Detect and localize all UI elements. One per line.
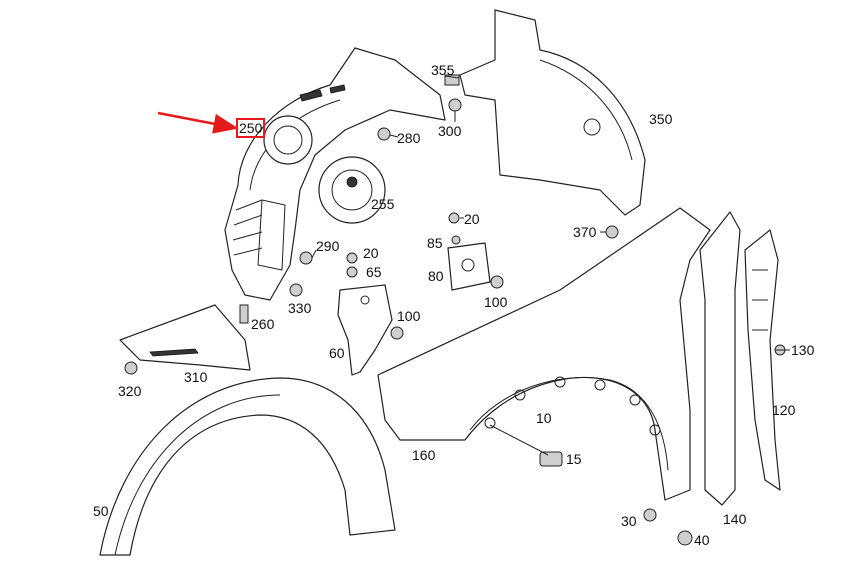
- front-fender: [377, 207, 711, 501]
- label-355: 355: [431, 62, 455, 78]
- nut-100a: [490, 275, 504, 289]
- wheel-arch-liner-rear: [459, 9, 646, 216]
- screw-300: [448, 98, 462, 112]
- label-80: 80: [428, 268, 444, 284]
- label-330: 330: [288, 300, 312, 316]
- bracket-80: [447, 242, 491, 291]
- label-160: 160: [412, 447, 436, 463]
- bolt-290: [299, 251, 313, 265]
- label-320: 320: [118, 383, 142, 399]
- seal-120: [744, 229, 781, 491]
- label-15: 15: [566, 451, 582, 467]
- bracket-60: [337, 284, 393, 376]
- cover-255: [318, 156, 386, 224]
- leader-lines: [311, 75, 790, 456]
- washer-85: [451, 235, 461, 245]
- label-20-lower: 20: [363, 245, 379, 261]
- label-310: 310: [184, 369, 208, 385]
- label-20-upper: 20: [464, 211, 480, 227]
- bracket-310: [119, 304, 251, 371]
- label-120: 120: [772, 402, 796, 418]
- label-10: 10: [536, 410, 552, 426]
- label-290: 290: [316, 238, 340, 254]
- label-60: 60: [329, 345, 345, 361]
- label-370: 370: [573, 224, 597, 240]
- label-250: 250: [235, 118, 266, 138]
- clip-355: [444, 74, 460, 86]
- nut-40: [677, 530, 693, 546]
- fasteners: [124, 74, 786, 546]
- nut-280: [377, 127, 391, 141]
- side-strip-140: [699, 211, 741, 506]
- wheel-arch-flare: [99, 377, 396, 556]
- screw-330: [289, 283, 303, 297]
- label-350: 350: [649, 111, 673, 127]
- label-100-left: 100: [397, 308, 421, 324]
- highlight-arrow: [157, 111, 239, 134]
- label-50: 50: [93, 503, 109, 519]
- nut-65: [346, 266, 358, 278]
- part-15: [539, 451, 563, 467]
- screw-20b: [346, 252, 358, 264]
- screw-30: [643, 508, 657, 522]
- label-65: 65: [366, 264, 382, 280]
- wheel-arch-liner-front: [224, 47, 446, 301]
- label-40: 40: [694, 532, 710, 548]
- label-280: 280: [397, 130, 421, 146]
- label-85: 85: [427, 235, 443, 251]
- label-140: 140: [723, 511, 747, 527]
- screw-320: [124, 361, 138, 375]
- clip-260: [239, 304, 249, 324]
- nut-100b: [390, 326, 404, 340]
- label-260: 260: [251, 316, 275, 332]
- screw-370: [605, 225, 619, 239]
- screw-20a: [448, 212, 460, 224]
- label-100-right: 100: [484, 294, 508, 310]
- label-255: 255: [371, 196, 395, 212]
- label-30: 30: [621, 513, 637, 529]
- label-130: 130: [791, 342, 815, 358]
- label-300: 300: [438, 123, 462, 139]
